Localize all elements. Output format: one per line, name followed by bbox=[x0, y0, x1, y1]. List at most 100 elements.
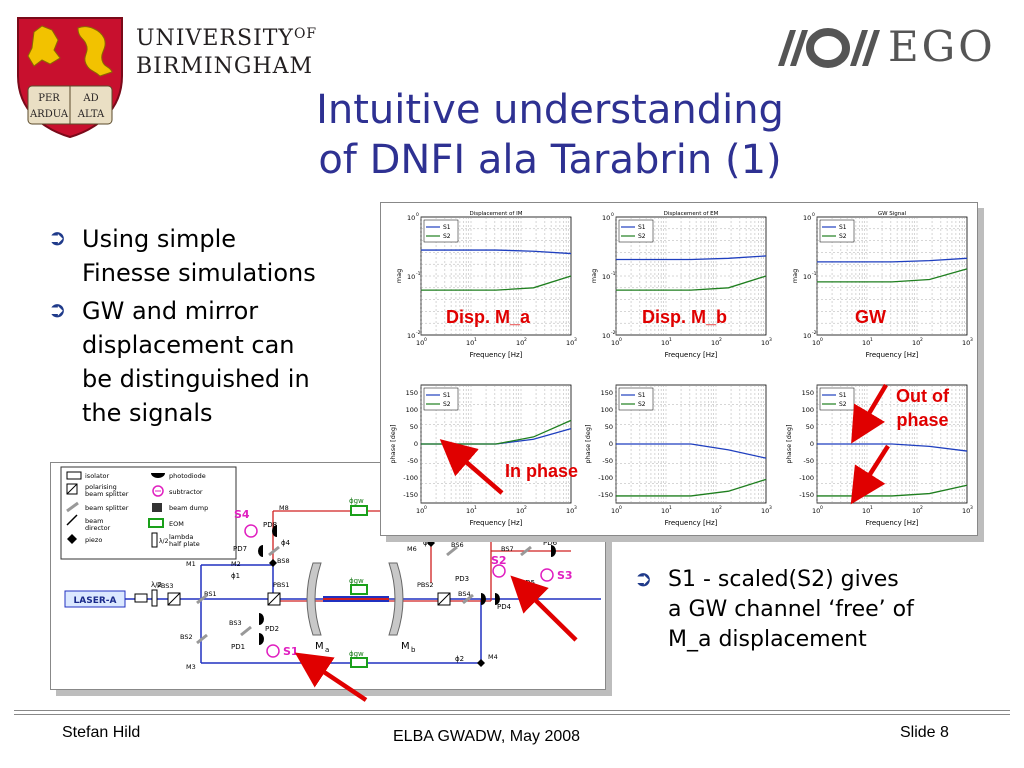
y-tick-label: -150 bbox=[799, 491, 814, 499]
slide-title: Intuitive understanding of DNFI ala Tara… bbox=[200, 85, 900, 185]
svg-text:λ/2: λ/2 bbox=[151, 581, 162, 589]
x-tick-exponent: 2 bbox=[920, 505, 923, 511]
university-name-line2: BIRMINGHAM bbox=[136, 54, 314, 79]
y-tick-label: -50 bbox=[602, 457, 613, 465]
svg-text:PD2: PD2 bbox=[265, 625, 279, 633]
svg-text:ARDUA: ARDUA bbox=[29, 109, 69, 120]
y-tick-exponent: -1 bbox=[611, 271, 616, 277]
x-tick-exponent: 3 bbox=[769, 505, 772, 511]
legend-s2-label: S2 bbox=[638, 233, 646, 240]
legend-s1-label: S1 bbox=[638, 224, 646, 231]
svg-text:BS7: BS7 bbox=[501, 545, 514, 553]
svg-text:director: director bbox=[85, 524, 111, 532]
footer-author: Stefan Hild bbox=[62, 724, 141, 741]
y-tick-label: 150 bbox=[406, 389, 418, 397]
legend-bs: beam splitter bbox=[85, 504, 129, 512]
x-tick-exponent: 3 bbox=[574, 505, 577, 511]
legend-pbs: polarising bbox=[85, 483, 117, 491]
x-tick-label: 10 bbox=[812, 339, 820, 347]
series-s1-line bbox=[817, 443, 968, 452]
x-tick-exponent: 2 bbox=[719, 505, 722, 511]
legend-photodiode: photodiode bbox=[169, 472, 206, 480]
svg-text:BS4: BS4 bbox=[458, 590, 471, 598]
legend-piezo: piezo bbox=[85, 536, 102, 544]
y-axis-label: phase [deg] bbox=[584, 424, 592, 463]
y-tick-label: 100 bbox=[802, 406, 814, 414]
svg-text:PD4: PD4 bbox=[497, 603, 512, 611]
x-tick-exponent: 3 bbox=[769, 337, 772, 343]
legend-s1-label: S1 bbox=[443, 224, 451, 231]
svg-text:PBS3: PBS3 bbox=[157, 582, 174, 590]
x-axis-label: Frequency [Hz] bbox=[470, 519, 523, 527]
panel-title: GW Signal bbox=[878, 211, 907, 217]
x-tick-label: 10 bbox=[962, 339, 970, 347]
university-logo: PER AD ARDUA ALTA UNIVERSITYOF BIRMINGHA… bbox=[14, 14, 334, 139]
x-tick-exponent: 3 bbox=[970, 505, 973, 511]
svg-text:M1: M1 bbox=[186, 560, 196, 568]
y-tick-label: 10 bbox=[803, 273, 811, 281]
x-tick-exponent: 1 bbox=[474, 505, 477, 511]
bullet-text: displacement can bbox=[82, 331, 295, 359]
x-tick-exponent: 0 bbox=[820, 337, 823, 343]
y-tick-label: 50 bbox=[410, 423, 418, 431]
x-tick-label: 10 bbox=[466, 339, 474, 347]
svg-text:λ/2: λ/2 bbox=[159, 538, 169, 545]
x-tick-label: 10 bbox=[416, 339, 424, 347]
y-tick-label: 0 bbox=[609, 440, 613, 448]
x-tick-exponent: 1 bbox=[669, 337, 672, 343]
svg-text:AD: AD bbox=[82, 93, 98, 104]
footer-divider bbox=[14, 710, 1010, 715]
x-axis-label: Frequency [Hz] bbox=[470, 351, 523, 359]
footer-event: ELBA GWADW, May 2008 bbox=[393, 728, 581, 745]
svg-text:M6: M6 bbox=[407, 545, 417, 553]
y-tick-exponent: 0 bbox=[812, 212, 815, 218]
laser-label: LASER-A bbox=[74, 596, 117, 606]
svg-text:PD1: PD1 bbox=[231, 643, 245, 651]
svg-text:S2: S2 bbox=[491, 554, 507, 567]
svg-text:BS3: BS3 bbox=[229, 619, 242, 627]
y-tick-exponent: -2 bbox=[611, 330, 616, 336]
series-s2-line bbox=[421, 275, 572, 291]
svg-text:M: M bbox=[401, 641, 410, 652]
svg-text:ϕ2: ϕ2 bbox=[455, 655, 464, 663]
y-tick-label: 10 bbox=[407, 214, 415, 222]
x-tick-label: 10 bbox=[516, 507, 524, 515]
plot-legend bbox=[618, 219, 654, 243]
y-tick-label: 0 bbox=[414, 440, 418, 448]
x-tick-exponent: 3 bbox=[574, 337, 577, 343]
y-axis-label: mag bbox=[590, 269, 598, 283]
y-tick-exponent: -1 bbox=[416, 271, 421, 277]
y-tick-label: 0 bbox=[810, 440, 814, 448]
y-tick-label: -50 bbox=[803, 457, 814, 465]
diagram-legend: isolator polarising beam splitter beam s… bbox=[60, 466, 237, 560]
footer-slide-number: Slide 8 bbox=[900, 724, 949, 741]
svg-text:PD6: PD6 bbox=[543, 539, 558, 547]
legend-subtractor: subtractor bbox=[169, 488, 203, 496]
crest-motto-per: PER bbox=[38, 93, 60, 104]
y-axis-label: phase [deg] bbox=[389, 424, 397, 463]
x-axis-label: Frequency [Hz] bbox=[665, 351, 718, 359]
x-tick-label: 10 bbox=[912, 507, 920, 515]
x-tick-label: 10 bbox=[661, 507, 669, 515]
label-out-of-phase-line2: phase bbox=[896, 410, 949, 430]
x-tick-exponent: 1 bbox=[474, 337, 477, 343]
y-tick-label: -100 bbox=[598, 474, 613, 482]
x-axis-label: Frequency [Hz] bbox=[665, 519, 718, 527]
ego-text: EGO bbox=[888, 22, 996, 71]
panel-title: Displacement of IM bbox=[470, 211, 523, 217]
x-tick-exponent: 0 bbox=[619, 505, 622, 511]
svg-text:half plate: half plate bbox=[169, 540, 200, 548]
x-tick-exponent: 1 bbox=[669, 505, 672, 511]
svg-text:BS8: BS8 bbox=[277, 557, 290, 565]
x-tick-label: 10 bbox=[661, 339, 669, 347]
svg-text:PD8: PD8 bbox=[263, 521, 277, 529]
y-tick-label: -100 bbox=[403, 474, 418, 482]
svg-text:PD5: PD5 bbox=[521, 579, 535, 587]
label-disp-mb: Disp. M_b bbox=[642, 307, 728, 327]
x-tick-label: 10 bbox=[812, 507, 820, 515]
university-crest-icon: PER AD ARDUA ALTA bbox=[17, 17, 123, 139]
label-gw: GW bbox=[855, 307, 886, 327]
x-tick-label: 10 bbox=[711, 339, 719, 347]
y-tick-label: -100 bbox=[799, 474, 814, 482]
